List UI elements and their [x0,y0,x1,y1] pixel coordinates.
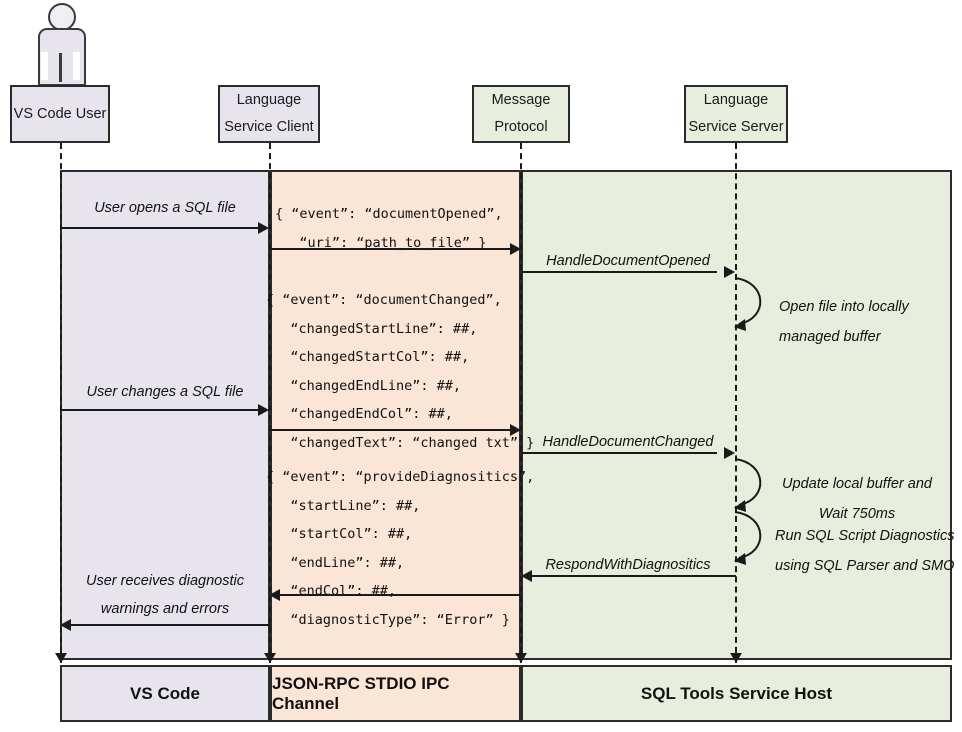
json-line: “endLine”: ##, [266,554,405,571]
footer-label: VS Code [130,683,200,703]
lifeline-language-service-server [735,143,737,663]
note-line: using SQL Parser and SMO [775,557,955,574]
actor-head-icon [48,3,76,31]
lifeline-vs-code-user [60,143,62,663]
message-line-respond-with-diagnostics [531,575,736,577]
footer-label: SQL Tools Service Host [640,683,833,703]
json-line: “endCol”: ##, [266,583,397,600]
participant-vs-code-user[interactable]: VS Code User [10,85,110,143]
message-line-handle-document-changed [521,452,717,454]
message-label-handle-document-opened: HandleDocumentOpened [546,253,710,269]
participant-language-service-client[interactable]: Language Service Client [218,85,320,143]
message-arrowhead-handle-document-opened [724,266,735,278]
footer-sql-tools-service-host[interactable]: SQL Tools Service Host [521,665,952,722]
json-payload-provide-diagnostics: { “event”: “provideDiagnositics”, “start… [266,463,534,635]
message-arrowhead-user-receives [60,619,71,631]
message-line-to-protocol-opened [270,248,512,250]
json-line: “diagnosticType”: “Error” } [266,612,510,629]
json-line: { “event”: “documentOpened”, [275,206,503,222]
message-label-handle-document-changed: HandleDocumentChanged [542,434,714,450]
lifeline-end-arrow-language-service-server [730,653,742,663]
message-line-to-protocol-changed [270,429,512,431]
message-arrowhead-user-changes [258,404,269,416]
actor-leg-gap-left [40,52,48,80]
message-arrowhead-to-protocol-changed [510,424,521,436]
self-loop-run-diagnostics [734,511,762,565]
message-label-user-opens: User opens a SQL file [94,200,236,216]
json-line: “changedStartCol”: ##, [266,349,470,366]
message-line-user-opens [61,227,261,229]
participant-label-line1: Language [703,92,769,109]
participant-label-line2: Service Server [688,119,784,135]
message-line-handle-document-opened [521,271,717,273]
lifeline-end-arrow-message-protocol [515,653,527,663]
self-loop-open-file [734,277,762,331]
lifeline-end-arrow-language-service-client [264,653,276,663]
footer-label: JSON-RPC STDIO IPC Channel [272,673,450,713]
json-line: “changedText”: “changed txt” } [266,435,535,452]
message-arrowhead-handle-document-changed [724,447,735,459]
lifeline-language-service-client [269,143,271,663]
note-update-buffer-wait: Update local buffer and Wait 750ms [777,470,937,529]
message-arrowhead-to-protocol-opened [510,243,521,255]
message-arrowhead-user-opens [258,222,269,234]
self-loop-update-buffer [734,458,762,512]
json-line: “startLine”: ##, [266,497,421,514]
note-line: Update local buffer and [782,476,932,492]
note-run-sql-diagnostics: Run SQL Script Diagnostics using SQL Par… [775,522,954,581]
note-open-file-into-buffer: Open file into locally managed buffer [779,293,909,352]
message-arrowhead-protocol-to-client [269,589,280,601]
message-label-user-receives-line1: User receives diagnostic [86,573,244,589]
participant-label-line2: Protocol [494,119,548,135]
footer-vs-code[interactable]: VS Code [60,665,270,722]
lifeline-end-arrow-vs-code-user [55,653,67,663]
note-line: Wait 750ms [818,505,896,522]
json-payload-document-opened: { “event”: “documentOpened”, “uri”: “pat… [275,200,503,257]
participant-label-line1: Language [236,92,302,109]
participant-message-protocol[interactable]: Message Protocol [472,85,570,143]
json-line: “startCol”: ##, [266,526,413,543]
message-line-user-changes [61,409,261,411]
message-label-respond-with-diagnostics: RespondWithDiagnositics [545,557,711,573]
participant-label-line1: Message [491,92,551,109]
message-label-user-receives-line2: warnings and errors [100,601,230,617]
actor-leg-separator [58,53,62,82]
json-line: { “event”: “documentChanged”, [266,292,502,308]
json-line: “changedEndCol”: ##, [266,406,453,423]
json-line: “changedEndLine”: ##, [266,377,462,394]
message-label-user-changes: User changes a SQL file [86,384,244,400]
note-line: Run SQL Script Diagnostics [775,528,955,544]
note-line: managed buffer [779,328,881,345]
message-line-user-receives [70,624,270,626]
note-line: Open file into locally [779,299,909,315]
lifeline-message-protocol [520,143,522,663]
participant-language-service-server[interactable]: Language Service Server [684,85,788,143]
message-line-protocol-to-client [280,594,521,596]
json-line: “changedStartLine”: ##, [266,320,478,337]
json-line: “uri”: “path_to_file” } [275,234,487,251]
footer-ipc-channel[interactable]: JSON-RPC STDIO IPC Channel [270,665,521,722]
json-payload-document-changed: { “event”: “documentChanged”, “changedSt… [266,286,534,458]
participant-label-line1: VS Code User [13,105,107,122]
participant-label-line2: Service Client [224,119,314,135]
json-line: { “event”: “provideDiagnositics”, [266,469,535,485]
actor-leg-gap-right [72,52,80,80]
message-arrowhead-respond-with-diagnostics [521,570,532,582]
